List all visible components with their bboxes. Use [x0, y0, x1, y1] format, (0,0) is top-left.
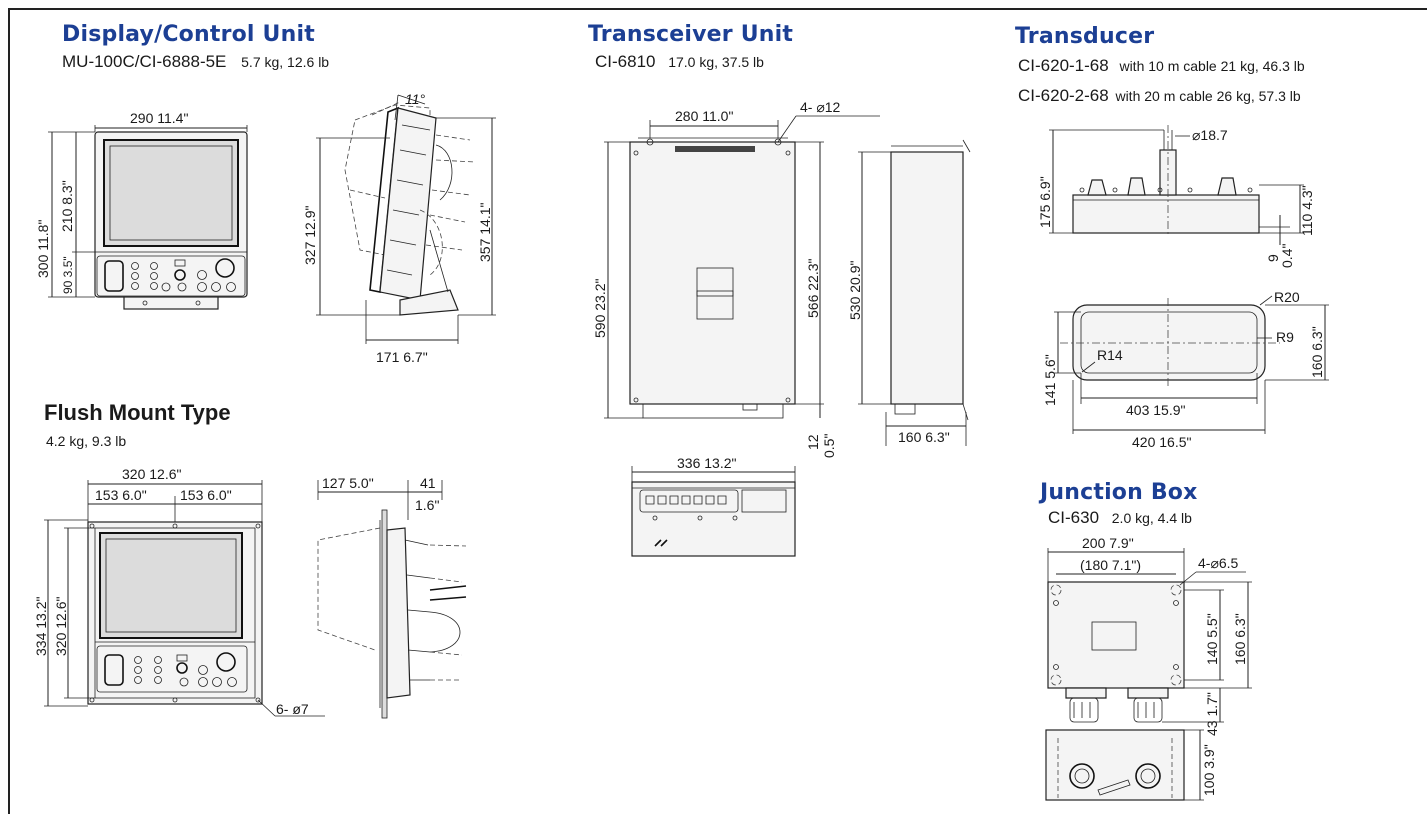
transducer-body-height-dim: 110 4.3": [1299, 185, 1315, 236]
junction-box-model: CI-630 2.0 kg, 4.4 lb: [1048, 508, 1192, 528]
transducer-model-1: CI-620-1-68 with 10 m cable 21 kg, 46.3 …: [1018, 56, 1305, 76]
transceiver-title: Transceiver Unit: [588, 22, 794, 47]
transceiver-side-height-dim: 530 20.9": [847, 261, 863, 320]
transceiver-hole-spacing-dim: 280 11.0": [675, 108, 733, 124]
display-side-height-dim: 327 12.9": [302, 206, 318, 265]
transceiver-bottom-in-dim: 0.5": [821, 434, 837, 458]
flush-half-right-dim: 153 6.0": [180, 487, 232, 503]
transducer-r14-dim: R14: [1097, 347, 1123, 363]
transceiver-height-dim: 590 23.2": [592, 279, 608, 338]
transducer-spec-1: with 10 m cable 21 kg, 46.3 lb: [1119, 58, 1305, 74]
flush-half-left-dim: 153 6.0": [95, 487, 147, 503]
transceiver-hole-height-dim: 566 22.3": [805, 259, 821, 318]
flush-flange-mm-dim: 41: [420, 475, 436, 491]
junction-gland-dim: 43 1.7": [1204, 692, 1220, 736]
transceiver-model-code: CI-6810: [595, 52, 656, 71]
flush-front-view: 320 12.6" 153 6.0" 153 6.0" 334 13.2" 32…: [33, 466, 325, 717]
junction-hole-spacing-dim: (180 7.1"): [1080, 557, 1141, 573]
transducer-spec-2: with 20 m cable 26 kg, 57.3 lb: [1115, 88, 1301, 104]
junction-weight: 2.0 kg, 4.4 lb: [1111, 510, 1192, 526]
flush-width-dim: 320 12.6": [122, 466, 181, 482]
display-side-total-dim: 357 14.1": [477, 203, 493, 262]
transducer-flange-in-dim: 0.4": [1279, 244, 1295, 268]
transducer-width-inner-dim: 141 5.6": [1042, 354, 1058, 406]
transceiver-weight: 17.0 kg, 37.5 lb: [668, 54, 764, 70]
flush-outer-height-dim: 334 13.2": [33, 597, 49, 656]
display-unit-title: Display/Control Unit: [62, 22, 315, 47]
junction-box-front-view: 200 7.9" (180 7.1") 4-⌀6.5 140 5.5" 160 …: [1047, 535, 1252, 736]
display-panel-height-dim: 90 3.5": [61, 256, 75, 294]
display-tilt-dim: 11°: [405, 91, 426, 107]
display-side-view: 11° 327 12.9" 357 14.1" 171 6.7": [302, 91, 496, 365]
transducer-r20-dim: R20: [1274, 289, 1300, 305]
display-total-height-dim: 300 11.8": [35, 220, 51, 278]
transceiver-side-view: 530 20.9" 160 6.3": [847, 139, 971, 446]
transducer-r9-dim: R9: [1276, 329, 1294, 345]
junction-holes-dim: 4-⌀6.5: [1198, 555, 1239, 571]
junction-model-code: CI-630: [1048, 508, 1100, 527]
display-front-view: 290 11.4" 300 11.8" 210 8.3" 90 3.5": [35, 110, 248, 310]
flush-depth-dim: 127 5.0": [322, 475, 374, 491]
transducer-title: Transducer: [1015, 24, 1155, 49]
flush-mount-weight: 4.2 kg, 9.3 lb: [46, 433, 127, 449]
flush-flange-in-dim: 1.6": [415, 497, 439, 513]
junction-height-dim: 160 6.3": [1232, 613, 1248, 665]
junction-box-title: Junction Box: [1040, 480, 1198, 505]
transceiver-bottom-dim: 12: [805, 434, 821, 450]
display-weight: 5.7 kg, 12.6 lb: [241, 54, 330, 70]
transceiver-bottom-view: 336 13.2": [631, 455, 796, 557]
flush-side-view: 127 5.0" 41 1.6": [317, 475, 467, 719]
junction-width-dim: 200 7.9": [1082, 535, 1134, 551]
transducer-height-dim: 175 6.9": [1037, 176, 1053, 228]
display-model-code: MU-100C/CI-6888-5E: [62, 52, 227, 71]
junction-hole-height-dim: 140 5.5": [1204, 613, 1220, 665]
flush-holes-dim: 6- ø7: [276, 701, 309, 717]
transducer-model-2-code: CI-620-2-68: [1018, 86, 1109, 105]
display-depth-dim: 171 6.7": [376, 349, 428, 365]
transceiver-front-view: 280 11.0" 4- ⌀12 590 23.2" 566 22.3" 12 …: [592, 99, 880, 458]
junction-box-bottom-view: 100 3.9": [1045, 729, 1217, 801]
flush-mount-title: Flush Mount Type: [44, 400, 231, 425]
transceiver-depth-dim: 160 6.3": [898, 429, 950, 445]
transducer-width-outer-dim: 160 6.3": [1309, 326, 1325, 378]
transducer-len-outer-dim: 420 16.5": [1132, 434, 1191, 450]
flush-inner-height-dim: 320 12.6": [53, 597, 69, 656]
transducer-top-view: R20 R9 R14 160 6.3" 141 5.6" 403 15.9" 4…: [1042, 289, 1329, 450]
transducer-side-view: ⌀18.7 175 6.9" 110 4.3" 9 0.4": [1037, 125, 1315, 268]
transducer-len-inner-dim: 403 15.9": [1126, 402, 1185, 418]
transducer-cable-dia-dim: ⌀18.7: [1192, 127, 1228, 143]
display-screen-height-dim: 210 8.3": [59, 180, 75, 232]
transceiver-bottom-width-dim: 336 13.2": [677, 455, 736, 471]
junction-depth-dim: 100 3.9": [1201, 744, 1217, 796]
transducer-model-2: CI-620-2-68 with 20 m cable 26 kg, 57.3 …: [1018, 86, 1301, 106]
transceiver-holes-dim: 4- ⌀12: [800, 99, 841, 115]
transducer-flange-dim: 9: [1265, 254, 1281, 262]
display-unit-model: MU-100C/CI-6888-5E 5.7 kg, 12.6 lb: [62, 52, 329, 72]
display-width-dim: 290 11.4": [130, 110, 188, 126]
transceiver-model: CI-6810 17.0 kg, 37.5 lb: [595, 52, 764, 72]
transducer-model-1-code: CI-620-1-68: [1018, 56, 1109, 75]
drawing-frame: [8, 8, 1427, 814]
